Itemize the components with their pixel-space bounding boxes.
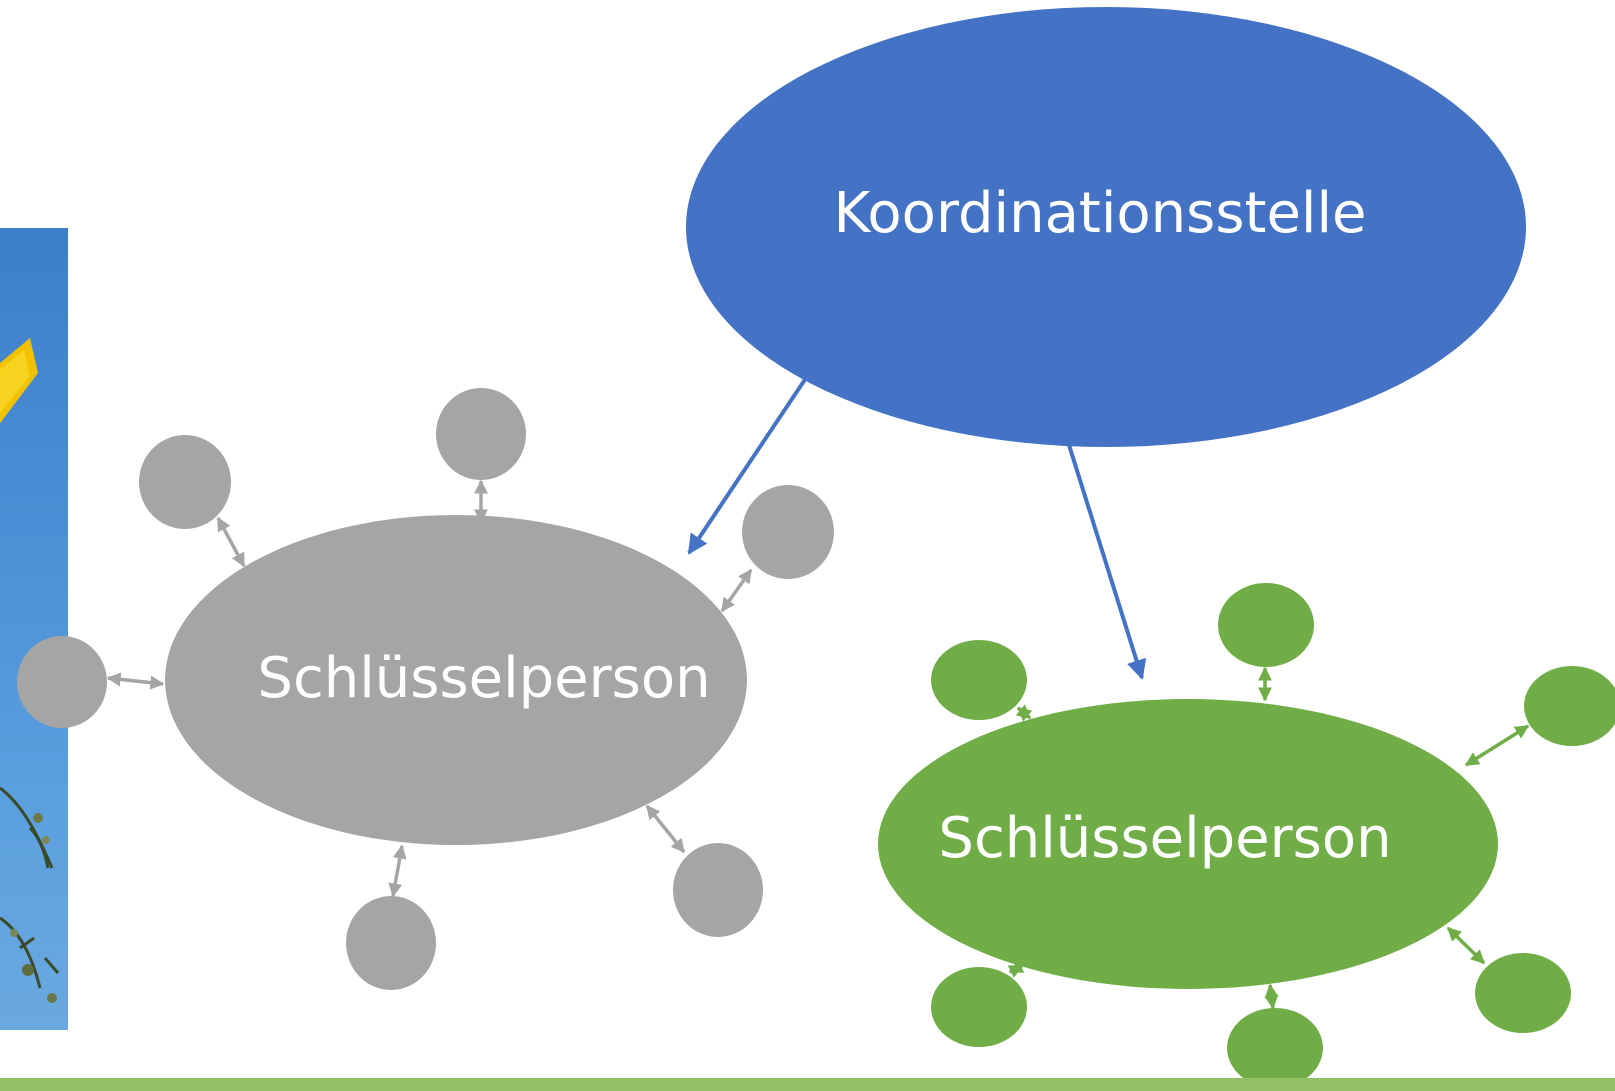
link-arrow — [645, 804, 686, 854]
link-arrow — [1264, 983, 1279, 1010]
link-arrow-to-green — [1067, 444, 1147, 680]
contact-node[interactable] — [139, 435, 231, 529]
coordination-center: Koordinationsstelle — [686, 7, 1526, 680]
link-arrow-to-gray — [687, 376, 808, 555]
link-arrow — [106, 672, 165, 690]
key-person-label-gray: Schlüsselperson — [257, 646, 710, 711]
key-person-node-gray[interactable] — [165, 515, 747, 845]
contact-node[interactable] — [1524, 666, 1615, 746]
contact-node[interactable] — [742, 485, 834, 579]
contact-node[interactable] — [1218, 583, 1314, 667]
bottom-bar — [0, 1078, 1615, 1091]
link-arrow — [720, 568, 753, 613]
contact-node[interactable] — [931, 967, 1027, 1047]
contact-node[interactable] — [346, 896, 436, 990]
contact-node[interactable] — [931, 640, 1027, 720]
key-person-node-green[interactable] — [878, 699, 1498, 989]
link-arrow — [388, 844, 407, 898]
branches-icon — [0, 786, 60, 989]
link-arrow — [216, 516, 246, 568]
link-arrow — [1015, 704, 1033, 722]
contact-node[interactable] — [436, 388, 526, 480]
key-person-label-green: Schlüsselperson — [938, 806, 1391, 871]
road-sign-photo — [0, 338, 60, 1003]
contact-node[interactable] — [1227, 1008, 1323, 1088]
coordination-center-node[interactable] — [686, 7, 1526, 447]
contact-node[interactable] — [673, 843, 763, 937]
contact-node[interactable] — [1475, 953, 1571, 1033]
link-arrow — [1464, 724, 1530, 767]
green-cluster: Schlüsselperson — [878, 583, 1615, 1088]
contact-node[interactable] — [17, 636, 107, 728]
photo-panel — [0, 228, 68, 1030]
gray-cluster: Schlüsselperson — [17, 388, 834, 990]
link-arrow — [1007, 960, 1025, 978]
link-arrow — [1446, 926, 1486, 965]
coordination-center-label: Koordinationsstelle — [833, 181, 1366, 246]
